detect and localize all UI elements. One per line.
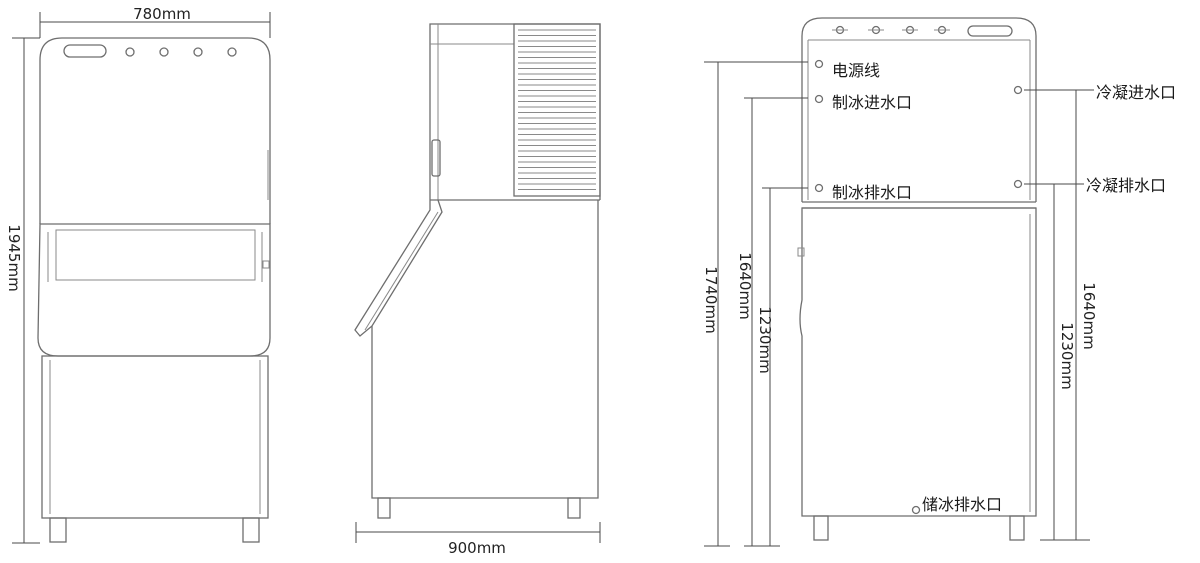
front-indicator-1 — [125, 47, 135, 57]
front-foot-left — [49, 517, 67, 543]
front-base-cabinet — [41, 355, 269, 519]
label-condense-drain: 冷凝排水口 — [1086, 176, 1166, 195]
ice-inlet-port — [814, 94, 824, 104]
front-indicator-2 — [159, 47, 169, 57]
side-vent-grille — [513, 23, 601, 197]
front-bin-door — [37, 223, 271, 357]
side-foot-right — [567, 497, 581, 519]
label-storage-drain: 储冰排水口 — [922, 495, 1002, 514]
rear-view: 电源线 制冰进水口 制冰排水口 冷凝进水口 冷凝排水口 储冰排水口 1740mm… — [702, 17, 1176, 547]
rear-height-1640-label-left: 1640mm — [736, 252, 754, 319]
rear-height-1230-label-left: 1230mm — [756, 306, 774, 373]
side-depth-label: 900mm — [448, 539, 506, 557]
front-width-label: 780mm — [133, 5, 191, 23]
rear-head-panel — [801, 17, 1037, 202]
rear-base-cabinet — [799, 207, 1037, 517]
label-ice-inlet: 制冰进水口 — [832, 93, 912, 112]
side-handle — [431, 139, 441, 177]
front-indicator-4 — [227, 47, 237, 57]
storage-drain-port — [911, 505, 921, 515]
front-width-dimension: 780mm — [39, 5, 271, 38]
side-view: 900mm — [354, 23, 601, 557]
front-foot-right — [242, 517, 260, 543]
side-bin-door — [354, 199, 443, 337]
front-head-panel — [39, 37, 271, 224]
rear-height-1740-label: 1740mm — [702, 266, 720, 333]
rear-right-height-dimensions: 1640mm 1230mm — [1040, 90, 1098, 541]
rear-foot-left — [813, 515, 829, 541]
rear-foot-right — [1009, 515, 1025, 541]
side-foot-left — [377, 497, 391, 519]
front-height-dimension: 1945mm — [5, 37, 40, 544]
rear-height-1640-label-right: 1640mm — [1080, 282, 1098, 349]
side-depth-dimension: 900mm — [355, 522, 601, 557]
front-handle-slot — [63, 44, 107, 58]
condense-drain-port — [1013, 179, 1023, 189]
front-indicator-3 — [193, 47, 203, 57]
ice-drain-port — [814, 183, 824, 193]
rear-height-1230-label-right: 1230mm — [1058, 322, 1076, 389]
label-ice-drain: 制冰排水口 — [832, 183, 912, 202]
rear-left-height-dimensions: 1740mm 1640mm 1230mm — [702, 61, 808, 547]
condense-inlet-port — [1013, 85, 1023, 95]
power-cord-port — [814, 59, 824, 69]
front-height-label: 1945mm — [5, 224, 23, 291]
side-base-cabinet — [371, 200, 599, 499]
label-condense-inlet: 冷凝进水口 — [1096, 83, 1176, 102]
label-power-cord: 电源线 — [832, 61, 880, 80]
rear-top-fittings — [832, 25, 1013, 37]
front-view: 780mm 1945mm — [5, 5, 271, 544]
